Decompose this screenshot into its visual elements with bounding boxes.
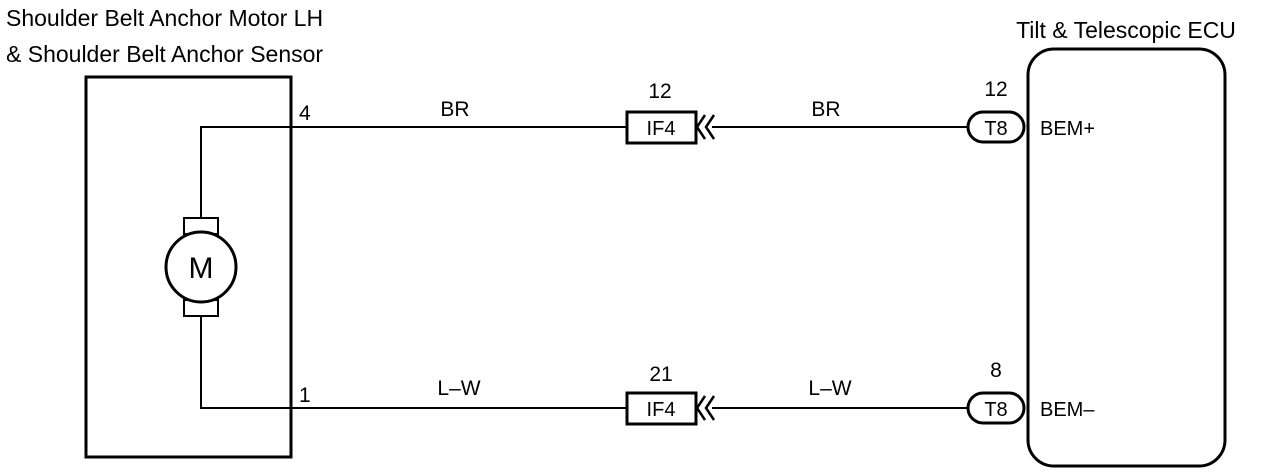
ecu-pin-upper: 12	[984, 78, 1007, 101]
wire-color-lower-left: L–W	[437, 377, 480, 400]
left-pin-upper: 4	[299, 102, 311, 125]
right-component-title: Tilt & Telescopic ECU	[1016, 17, 1236, 43]
left-component-box	[84, 75, 293, 459]
ecu-terminal-upper: BEM+	[1040, 118, 1095, 140]
left-component-title-line2: & Shoulder Belt Anchor Sensor	[6, 41, 323, 67]
ecu-connector-lower	[966, 391, 1026, 425]
motor-internal-wire-upper	[200, 126, 289, 218]
left-component-title-line1: Shoulder Belt Anchor Motor LH	[6, 5, 323, 31]
ecu-connector-upper	[966, 110, 1026, 144]
motor-internal-wire-lower	[200, 316, 289, 409]
connector-chevron-lower-icon	[695, 395, 716, 421]
ecu-terminal-lower: BEM–	[1040, 399, 1095, 421]
wire-color-upper-right: BR	[811, 98, 840, 121]
ecu-connector-lower-label: T8	[984, 399, 1007, 421]
junction-pin-upper: 12	[648, 80, 671, 103]
junction-connector-lower-label: IF4	[647, 399, 676, 421]
motor-symbol-label: M	[189, 252, 214, 285]
junction-pin-lower: 21	[649, 363, 672, 386]
left-pin-lower: 1	[299, 384, 311, 407]
junction-connector-upper-label: IF4	[647, 118, 676, 140]
motor-icon	[164, 230, 238, 304]
ecu-connector-upper-label: T8	[984, 118, 1007, 140]
wire-color-lower-right: L–W	[808, 377, 851, 400]
wire-color-upper-left: BR	[440, 98, 469, 121]
junction-connector-upper	[625, 110, 698, 145]
connector-chevron-upper-icon	[695, 114, 716, 140]
ecu-pin-lower: 8	[990, 359, 1002, 382]
ecu-box	[1026, 47, 1227, 468]
